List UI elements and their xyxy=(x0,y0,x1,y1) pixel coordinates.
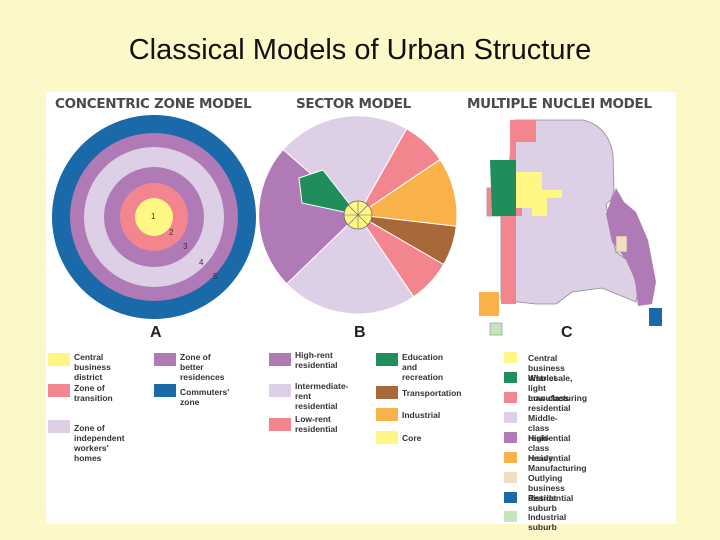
multiple-nuclei-heading: MULTIPLE NUCLEI MODEL xyxy=(467,96,652,112)
models-figure: CONCENTRIC ZONE MODEL SECTOR MODEL MULTI… xyxy=(46,92,676,532)
legend-label: Low-class residential xyxy=(528,393,571,413)
model-letter-b: B xyxy=(354,324,366,341)
legend-label: Wholesale, light manufacturing xyxy=(528,373,588,403)
legend-swatch xyxy=(376,353,398,366)
zone-number-5: 5 xyxy=(213,272,218,281)
legend-label: Commuters' zone xyxy=(180,387,230,407)
legend-label: Low-rent residential xyxy=(295,414,338,434)
legend-swatch xyxy=(154,384,176,397)
slide-title: Classical Models of Urban Structure xyxy=(128,34,592,66)
legend-swatch xyxy=(376,431,398,444)
legend-label: Outlying business district xyxy=(528,473,565,503)
nuclei-wholesale xyxy=(490,160,516,216)
zone-number-2: 2 xyxy=(169,228,174,237)
sector-model-heading: SECTOR MODEL xyxy=(296,96,411,112)
legend-label: Education and recreation xyxy=(402,352,444,382)
sector-intermediate-north xyxy=(282,115,408,216)
legend-swatch xyxy=(504,392,517,403)
legend-swatch xyxy=(504,492,517,503)
nuclei-outlying-business xyxy=(615,235,628,253)
sector-intermediate-south xyxy=(285,214,415,315)
legend-swatch xyxy=(269,384,291,397)
sector-education xyxy=(298,169,360,216)
nuclei-industrial-suburb xyxy=(489,322,503,336)
legend-label: Zone of transition xyxy=(74,383,113,403)
legend-swatch xyxy=(269,418,291,431)
model-letter-a: A xyxy=(150,324,162,341)
legend-swatch xyxy=(504,412,517,423)
legend-label: Industrial xyxy=(402,410,441,420)
legend-label: Residential suburb xyxy=(528,493,574,513)
legend-swatch xyxy=(504,432,517,443)
zone-number-1: 1 xyxy=(151,212,156,221)
zone-cbd xyxy=(135,198,173,236)
legend-label: Transportation xyxy=(402,388,462,398)
legend-label: Heavy Manufacturing xyxy=(528,453,587,473)
legend-swatch xyxy=(376,386,398,399)
legend-swatch xyxy=(504,352,517,363)
concentric-zone-diagram: 1 2 3 4 5 xyxy=(52,115,256,319)
nuclei-high-class xyxy=(606,188,656,306)
legend-label: Zone of independent workers' homes xyxy=(74,423,125,463)
sector-high-rent xyxy=(258,148,359,285)
legend-label: Core xyxy=(402,433,422,443)
models-artwork: 1 2 3 4 5 xyxy=(52,115,662,336)
sector-diagram xyxy=(258,115,458,315)
legend-label: Middle-class residential xyxy=(528,413,571,443)
legend-label: Central business district xyxy=(74,352,111,382)
legend-label: Central business district xyxy=(528,353,565,383)
legend-swatch xyxy=(504,452,517,463)
model-letter-c: C xyxy=(561,324,573,341)
multiple-nuclei-diagram xyxy=(479,119,662,336)
nuclei-cbd xyxy=(516,172,562,216)
legend-label: High-rent residential xyxy=(295,350,338,370)
legend-label: Intermediate- rent residential xyxy=(295,381,349,411)
legend-label: Industrial suburb xyxy=(528,512,567,532)
legend-swatch xyxy=(504,372,517,383)
legend-swatch xyxy=(269,353,291,366)
concentric-zone-heading: CONCENTRIC ZONE MODEL xyxy=(55,96,252,112)
legend-swatch xyxy=(154,353,176,366)
legend-swatch xyxy=(376,408,398,421)
zone-number-3: 3 xyxy=(183,242,188,251)
legend-label: Zone of better residences xyxy=(180,352,225,382)
legend-swatch xyxy=(48,384,70,397)
zone-number-4: 4 xyxy=(199,258,204,267)
sector-industrial xyxy=(356,158,458,227)
legend-swatch xyxy=(48,420,70,433)
nuclei-residential-suburb xyxy=(649,308,662,326)
nuclei-heavy-manufacturing xyxy=(479,292,499,316)
legend-swatch xyxy=(504,472,517,483)
legend-swatch xyxy=(48,353,70,366)
legend-swatch xyxy=(504,511,517,522)
legend-label: High-class residential xyxy=(528,433,571,463)
